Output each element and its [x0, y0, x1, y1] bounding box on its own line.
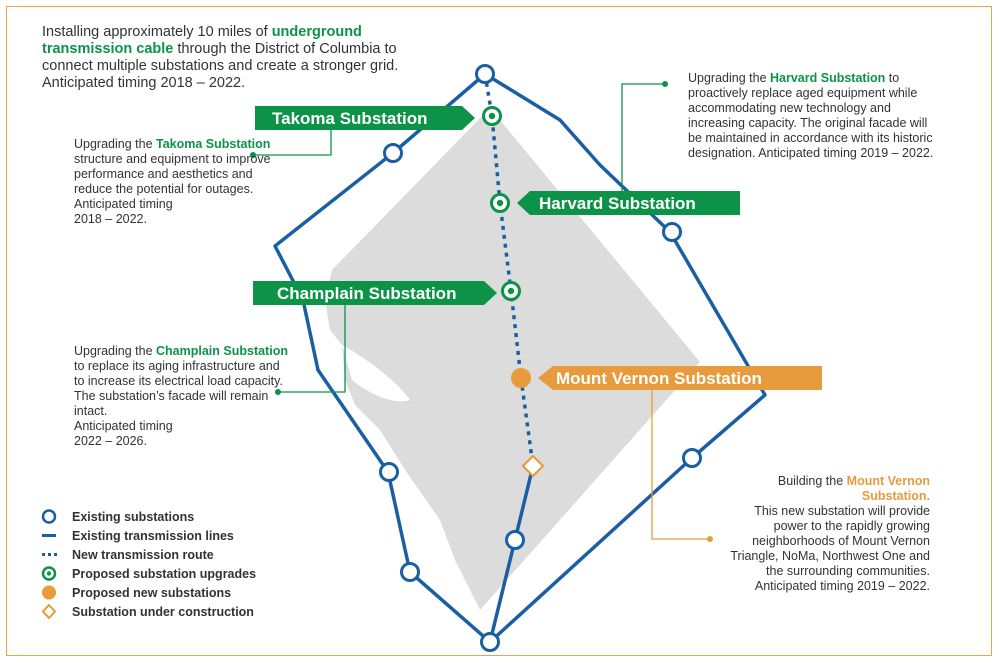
existing-substation-marker [383, 143, 403, 163]
proposed-upgrade-icon [41, 566, 57, 581]
new-route-icon [42, 553, 58, 556]
champlain-timing-label: Anticipated timing [74, 419, 173, 433]
champlain-desc-pre: Upgrading the [74, 344, 157, 358]
mount-vernon-new-marker [511, 368, 531, 388]
existing-substations [379, 64, 702, 652]
intro-part1: Installing approximately 10 miles of [42, 24, 272, 40]
existing-substation-marker [682, 448, 702, 468]
harvard-desc-highlight: Harvard Substation [770, 71, 886, 85]
existing-substation-marker [475, 64, 495, 84]
river-shape [342, 345, 410, 402]
under-construction-marker [521, 454, 545, 478]
existing-substation-marker [505, 530, 525, 550]
existing-substation-marker [400, 562, 420, 582]
legend-label: Existing substations [72, 509, 195, 524]
takoma-leader-dot [250, 152, 256, 158]
intro-highlight: underground transmission cable [42, 24, 362, 57]
existing-substation-marker [662, 222, 682, 242]
figure-frame [6, 6, 992, 656]
champlain-desc-highlight: Champlain Substation [156, 344, 288, 358]
takoma-timing-label: Anticipated timing [74, 197, 173, 211]
champlain-desc-post: to replace its aging infrastructure and … [74, 359, 283, 418]
champlain-label: Champlain Substation [277, 284, 457, 303]
legend-item: Existing substations [40, 507, 256, 526]
legend: Existing substations Existing transmissi… [40, 507, 256, 621]
harvard-leader-line [621, 83, 665, 191]
champlain-upgrade-center [507, 287, 515, 295]
existing-transmission-line [273, 72, 767, 644]
district-of-columbia-shape [325, 108, 700, 610]
mount-vernon-desc-period: . [926, 489, 930, 503]
mount-vernon-desc-highlight: Mount Vernon Substation [846, 474, 930, 503]
legend-item: Proposed substation upgrades [40, 564, 256, 583]
existing-substation-marker [379, 462, 399, 482]
new-transmission-route [483, 73, 535, 467]
legend-label: Proposed substation upgrades [72, 566, 257, 581]
mount-vernon-leader-dot [707, 536, 713, 542]
harvard-label: Harvard Substation [539, 194, 696, 213]
legend-item: Substation under construction [40, 602, 256, 621]
harvard-desc-post: to proactively replace aged equipment wh… [688, 71, 934, 160]
takoma-leader-line [253, 130, 332, 156]
takoma-upgrade-center [488, 112, 496, 120]
takoma-description: Upgrading the Takoma Substation structur… [74, 137, 289, 227]
intro-text: Installing approximately 10 miles of und… [42, 24, 412, 92]
champlain-leader-dot [275, 389, 281, 395]
harvard-label-banner [517, 191, 740, 215]
takoma-timing-value: 2018 – 2022. [74, 212, 147, 226]
takoma-label: Takoma Substation [272, 109, 428, 128]
mount-vernon-label-banner [538, 366, 822, 390]
champlain-label-banner [253, 281, 497, 305]
proposed-upgrades [482, 106, 521, 301]
takoma-desc-highlight: Takoma Substation [156, 137, 271, 151]
mount-vernon-desc-post: This new substation will provide power t… [730, 504, 930, 593]
champlain-description: Upgrading the Champlain Substation to re… [74, 344, 289, 449]
legend-item: New transmission route [40, 545, 256, 564]
mount-vernon-description: Building the Mount Vernon Substation. Th… [730, 474, 930, 594]
proposed-new-icon [42, 585, 56, 600]
takoma-desc-post: structure and equipment to improve perfo… [74, 152, 271, 196]
intro-part2: through the District of Columbia to conn… [42, 41, 399, 74]
mount-vernon-desc-pre: Building the [777, 474, 847, 488]
legend-label: New transmission route [72, 547, 214, 562]
champlain-leader-line [278, 305, 346, 393]
intro-timing: Anticipated timing 2018 – 2022. [42, 75, 246, 91]
mount-vernon-label: Mount Vernon Substation [556, 369, 762, 388]
existing-substation-marker [480, 632, 500, 652]
legend-label: Substation under construction [72, 604, 254, 619]
legend-item: Existing transmission lines [40, 526, 256, 545]
takoma-label-banner [255, 106, 475, 130]
legend-label: Proposed new substations [72, 585, 232, 600]
harvard-desc-pre: Upgrading the [688, 71, 771, 85]
harvard-upgrade-center [496, 199, 504, 207]
existing-line-icon [42, 534, 56, 537]
existing-substation-icon [41, 509, 57, 524]
champlain-timing-value: 2022 – 2026. [74, 434, 147, 448]
mount-vernon-leader-line [651, 390, 710, 540]
harvard-leader-dot [662, 81, 668, 87]
under-construction-icon [41, 603, 57, 620]
legend-item: Proposed new substations [40, 583, 256, 602]
takoma-desc-pre: Upgrading the [74, 137, 157, 151]
harvard-description: Upgrading the Harvard Substation to proa… [688, 71, 938, 161]
legend-label: Existing transmission lines [72, 528, 234, 543]
